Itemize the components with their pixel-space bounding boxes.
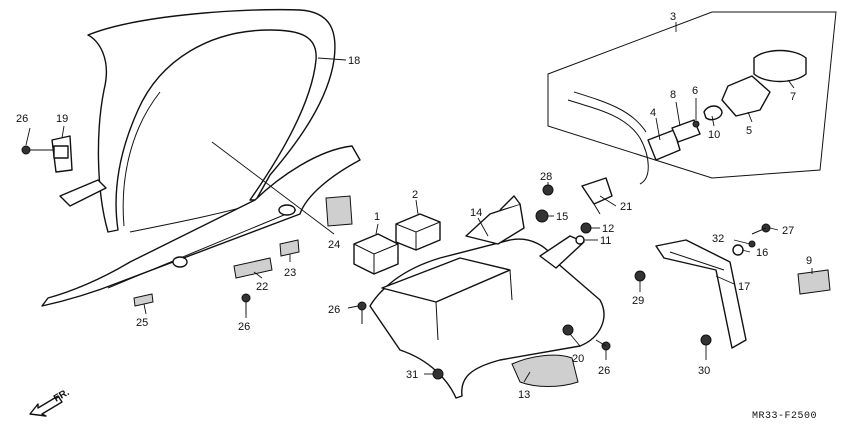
direction-label: FR.	[52, 387, 72, 405]
bolt-26-left	[357, 301, 367, 311]
lens-7	[753, 49, 807, 83]
nut-15	[535, 209, 549, 223]
callout-21: 21	[620, 201, 632, 213]
callout-10: 10	[708, 129, 720, 141]
label-22	[233, 257, 273, 279]
nut-30	[700, 334, 712, 346]
callout-2: 2	[412, 189, 418, 201]
drawing-code: MR33-F2500	[752, 411, 817, 422]
leader-lines	[25, 22, 813, 383]
stay-21	[542, 177, 613, 215]
callout-32: 32	[712, 233, 724, 245]
nut-20	[562, 324, 574, 336]
license-light-group-3	[547, 11, 837, 185]
callout-25: 25	[136, 317, 148, 329]
screw-6	[692, 120, 700, 128]
nut-31	[432, 368, 444, 380]
callout-26: 26	[238, 321, 250, 333]
unit-2	[395, 213, 441, 251]
callout-26: 26	[16, 113, 28, 125]
callout-1: 1	[374, 211, 380, 223]
label-stickers	[133, 195, 353, 307]
callout-11: 11	[600, 235, 611, 247]
label-25	[133, 293, 154, 307]
callout-14: 14	[470, 207, 482, 219]
callout-22: 22	[256, 281, 268, 293]
front-direction-arrow: FR.	[29, 387, 72, 417]
license-bracket-17	[655, 239, 747, 349]
callout-20: 20	[572, 353, 584, 365]
reflector-9	[797, 269, 831, 295]
callout-labels: 18 19 26 24 1 2 22 23 25 26 26 14 28 15 …	[16, 11, 812, 401]
callout-9: 9	[806, 255, 812, 267]
callout-31: 31	[406, 369, 418, 381]
callout-8: 8	[670, 89, 676, 101]
callout-4: 4	[650, 107, 656, 119]
bracket-19	[21, 135, 73, 173]
rubber-cover-13	[511, 354, 579, 387]
callout-16: 16	[756, 247, 768, 259]
callout-26: 26	[328, 304, 340, 316]
bulb-10	[703, 105, 723, 121]
fasteners	[241, 209, 771, 380]
callout-28: 28	[540, 171, 552, 183]
callout-12: 12	[602, 223, 614, 235]
housing-5	[721, 75, 771, 117]
callout-17: 17	[738, 281, 750, 293]
label-24	[325, 195, 353, 227]
callout-6: 6	[692, 85, 698, 97]
callout-27: 27	[782, 225, 794, 237]
callout-23: 23	[284, 267, 296, 279]
callout-26: 26	[598, 365, 610, 377]
callout-15: 15	[556, 211, 568, 223]
callout-19: 19	[56, 113, 68, 125]
nut-12	[580, 222, 592, 234]
rear-mudguard-panel	[41, 145, 361, 307]
label-23	[279, 239, 300, 257]
base-4	[647, 129, 681, 161]
washer-11	[575, 235, 585, 245]
unit-1	[353, 233, 399, 275]
callout-13: 13	[518, 389, 530, 401]
collar-16	[732, 244, 744, 256]
callout-3: 3	[670, 11, 676, 23]
callout-30: 30	[698, 365, 710, 377]
callout-18: 18	[348, 55, 360, 67]
nut-29	[634, 270, 646, 282]
inner-fender-14	[369, 195, 605, 399]
bolt-26-center	[241, 293, 251, 303]
arrow-icon	[29, 395, 63, 417]
relay-units	[353, 213, 441, 275]
callout-24: 24	[328, 239, 340, 251]
callout-5: 5	[746, 125, 752, 137]
callout-7: 7	[790, 91, 796, 103]
callout-29: 29	[632, 295, 644, 307]
